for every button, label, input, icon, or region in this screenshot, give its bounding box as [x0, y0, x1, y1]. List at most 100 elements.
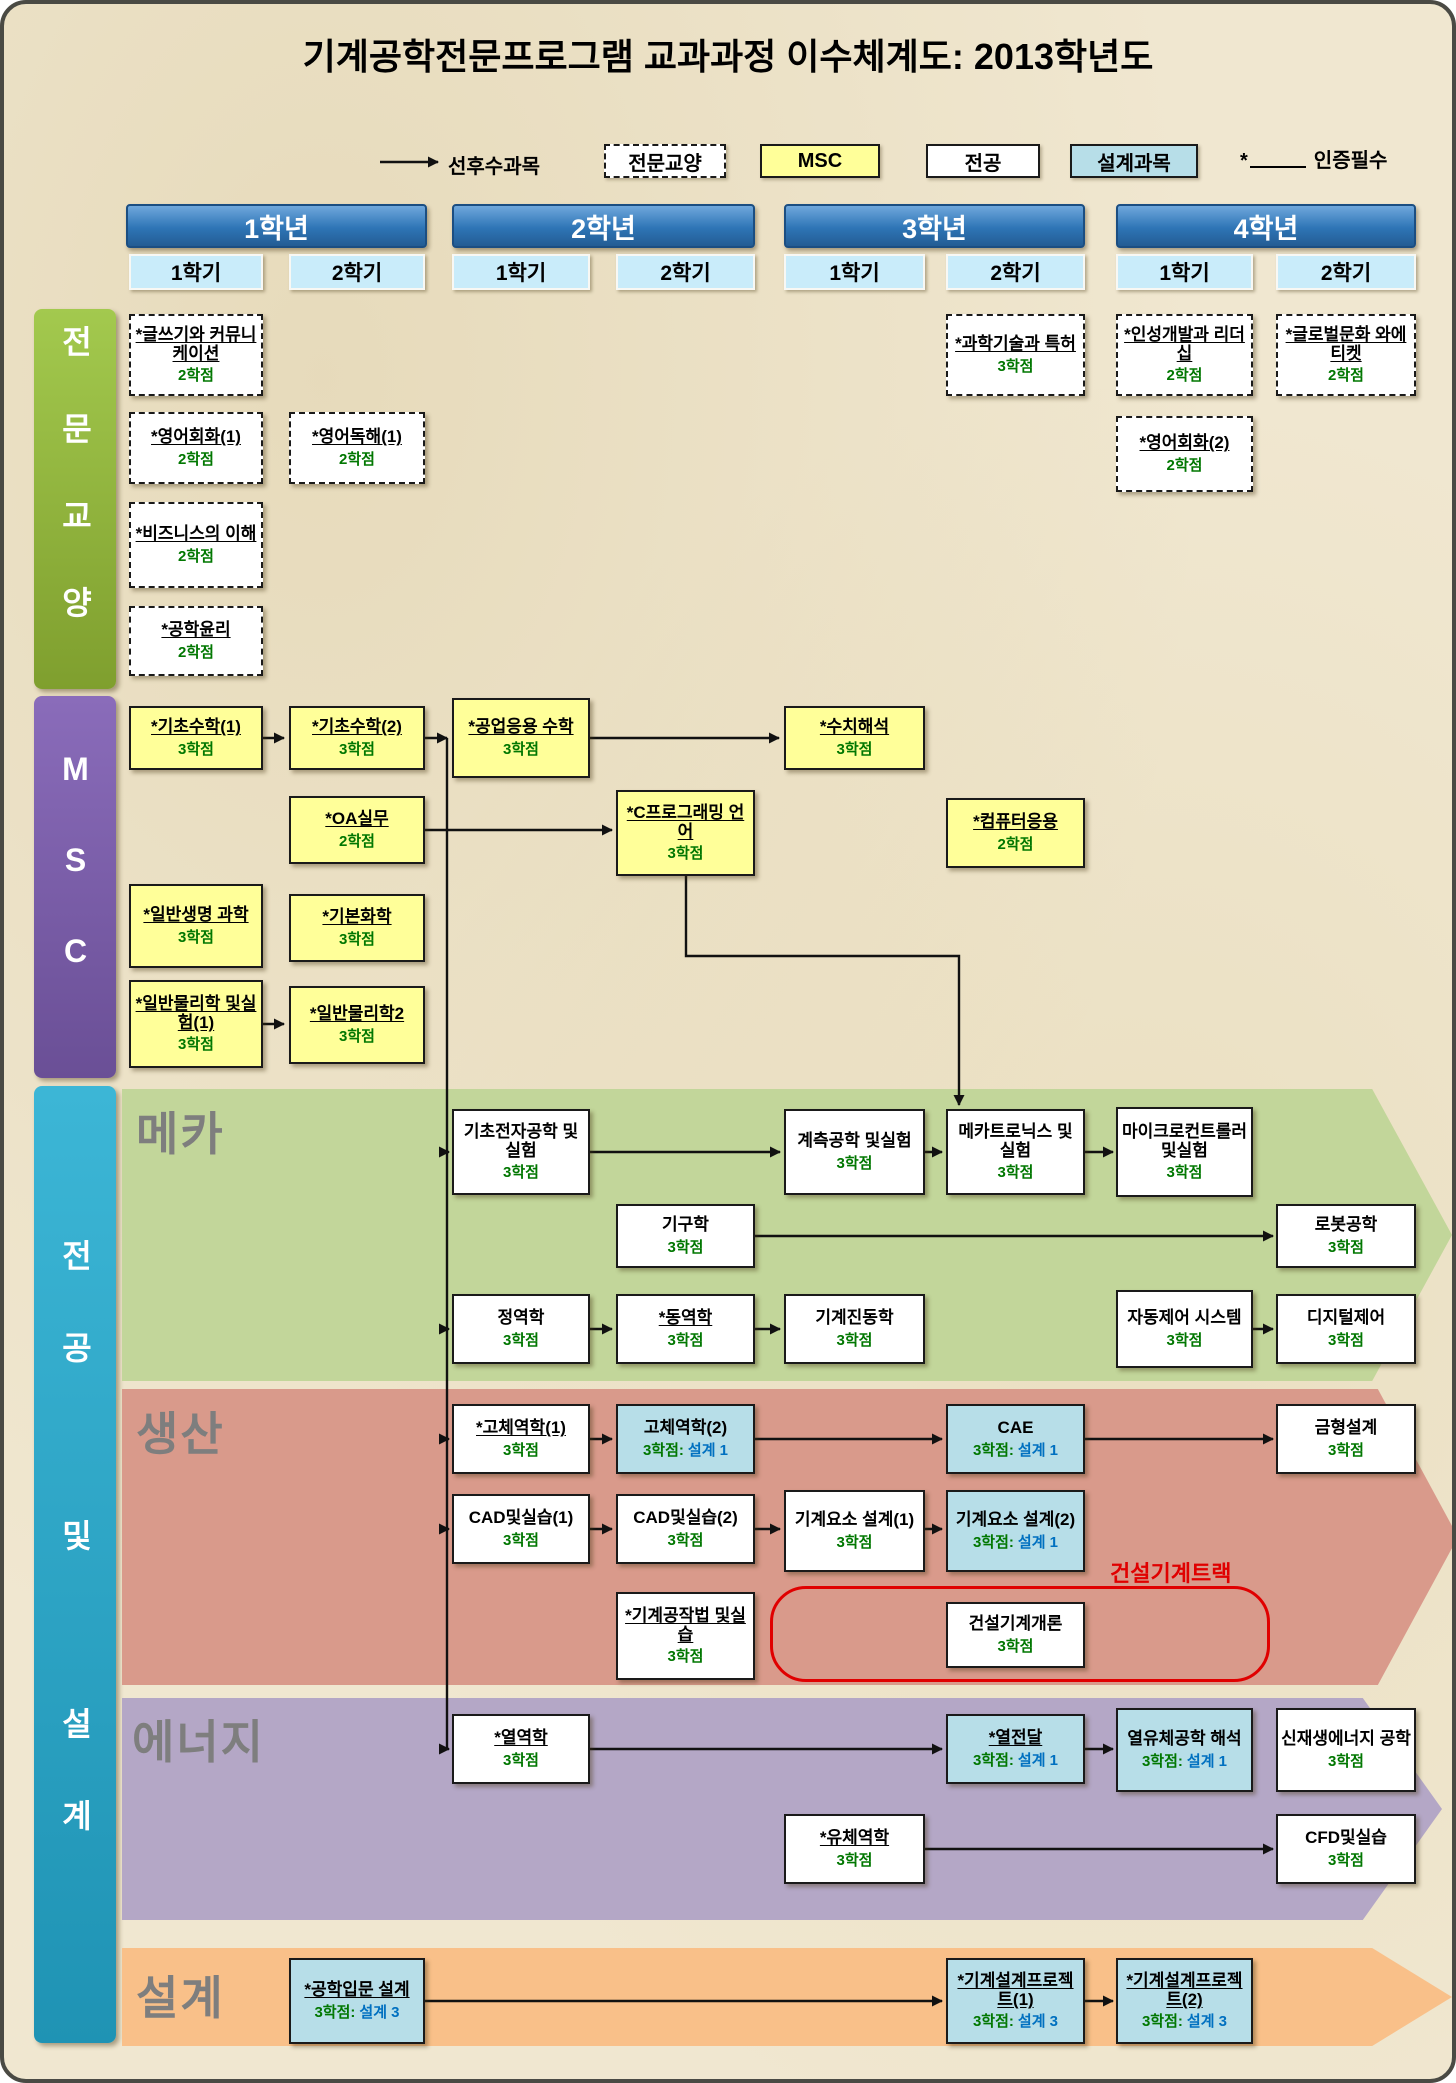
course-mold-design: 금형설계 3학점 [1276, 1404, 1416, 1474]
course-name: *기계설계프로젝트(1) [957, 1970, 1074, 2009]
course-credit: 2학점 [178, 547, 214, 565]
course-name: *영어회화(1) [151, 427, 241, 447]
course-design-credit: 설계 1 [1017, 1533, 1059, 1551]
course-credit: 3학점: [972, 2013, 1014, 2031]
course-credit: 3학점 [836, 1533, 873, 1551]
course-design-credit: 설계 1 [1017, 1751, 1059, 1769]
course-credit: 3학점 [836, 740, 873, 758]
course-name: *일반물리학2 [309, 1004, 405, 1024]
course-name: CAD및실습(2) [633, 1508, 738, 1528]
course-credit: 2학점 [178, 367, 214, 385]
course-credit: 2학점 [178, 643, 214, 661]
course-name: 기초전자공학 및실험 [463, 1121, 579, 1160]
course-machine-elem1: 기계요소 설계(1)3학점 [784, 1490, 925, 1572]
course-name: *공학입문 설계 [304, 1980, 410, 2000]
course-name: *기계공작법 및실습 [625, 1605, 746, 1644]
arrow-cprog-mechatronics [684, 876, 965, 1106]
course-name: 기구학 [662, 1215, 709, 1235]
legend-design-box: 설계과목 [1070, 144, 1198, 178]
course-credit: 3학점 [1328, 1851, 1364, 1869]
course-name: *영어회화(2) [1139, 433, 1230, 453]
course-math1: *기초수학(1)3학점 [129, 706, 263, 770]
course-name: *비즈니스의 이해 [135, 524, 257, 544]
course-name: *기초수학(1) [151, 717, 241, 737]
sidebar-msc: MSC [34, 696, 116, 1078]
course-credit: 3학점: [1141, 1752, 1183, 1770]
course-credit: 3학점 [503, 1441, 539, 1459]
course-credit: 3학점: [972, 1533, 1014, 1551]
course-name: 금형설계 [1314, 1418, 1378, 1438]
course-numerical: *수치해석 3학점 [784, 706, 925, 770]
course-design-proj2: *기계설계프로젝트(2)3학점:설계 3 [1116, 1958, 1253, 2044]
course-credit: 3학점 [997, 357, 1034, 375]
year-header-2: 2학년 [452, 204, 755, 248]
course-credit: 3학점 [339, 740, 375, 758]
course-credit: 2학점 [339, 832, 375, 850]
legend-cert-underline [1249, 166, 1306, 168]
course-name: CAE [997, 1418, 1034, 1438]
course-credit: 2학점 [178, 450, 214, 468]
band-label-mecha: 메카 [136, 1108, 225, 1160]
legend-certification: * 인증필수 [1240, 144, 1387, 173]
course-name: *글로벌문화 와에티켓 [1285, 324, 1407, 363]
course-credit: 3학점 [339, 1027, 375, 1045]
course-name: 건설기계개론 [968, 1614, 1063, 1634]
course-cad2: CAD및실습(2)3학점 [616, 1494, 755, 1564]
legend-msc-box: MSC [760, 144, 880, 178]
semester-4-2: 2학기 [1276, 254, 1416, 290]
course-credit: 3학점: [314, 2003, 356, 2021]
course-name: *영어독해(1) [312, 427, 402, 447]
course-credit: 3학점: [642, 1441, 684, 1459]
course-credit: 3학점 [503, 1751, 539, 1769]
course-english-conv1: *영어회화(1) 2학점 [129, 412, 263, 484]
legend-cert-label: 인증필수 [1313, 150, 1388, 172]
construction-track-label: 건설기계트랙 [1110, 1561, 1232, 1586]
course-cad1: CAD및실습(1)3학점 [452, 1494, 590, 1564]
course-name: *공학윤리 [161, 620, 231, 640]
course-name: 로봇공학 [1314, 1215, 1378, 1235]
course-name: *고체역학(1) [476, 1418, 566, 1438]
course-ethics: *공학윤리 2학점 [129, 606, 263, 676]
course-name: *공업응용 수학 [468, 717, 574, 737]
legend-msc-label: MSC [797, 149, 843, 172]
legend-liberal-label: 전문교양 [628, 152, 702, 175]
course-physics2: *일반물리학2 3학점 [289, 986, 425, 1064]
semester-2-2: 2학기 [616, 254, 755, 290]
course-credit: 3학점 [1328, 1331, 1364, 1349]
course-credit: 3학점 [997, 1164, 1034, 1182]
semester-3-2: 2학기 [946, 254, 1085, 290]
course-name: *일반생명 과학 [143, 905, 249, 925]
page-title: 기계공학전문프로그램 교과과정 이수체계도: 2013학년도 [302, 36, 1154, 77]
course-name: CAD및실습(1) [468, 1508, 574, 1528]
course-credit: 3학점 [1328, 1441, 1364, 1459]
course-design-credit: 설계 3 [359, 2003, 400, 2021]
course-name: *수치해석 [819, 717, 890, 737]
legend-liberal-box: 전문교양 [604, 144, 726, 178]
course-design-credit: 설계 1 [1017, 1441, 1059, 1459]
semester-1-1: 1학기 [129, 254, 263, 290]
course-design-credit: 설계 1 [1186, 1752, 1228, 1770]
course-credit: 3학점 [1328, 1238, 1364, 1256]
course-credit: 2학점 [1328, 367, 1364, 385]
course-name: *유체역학 [819, 1828, 890, 1848]
course-name: 정역학 [497, 1308, 545, 1328]
course-name: *동역학 [658, 1308, 713, 1328]
course-credit: 3학점 [836, 1154, 873, 1172]
course-name: *열전달 [988, 1728, 1043, 1748]
legend-cert-asterisk: * [1240, 150, 1248, 172]
course-name: *인성개발과 리더십 [1124, 324, 1245, 363]
